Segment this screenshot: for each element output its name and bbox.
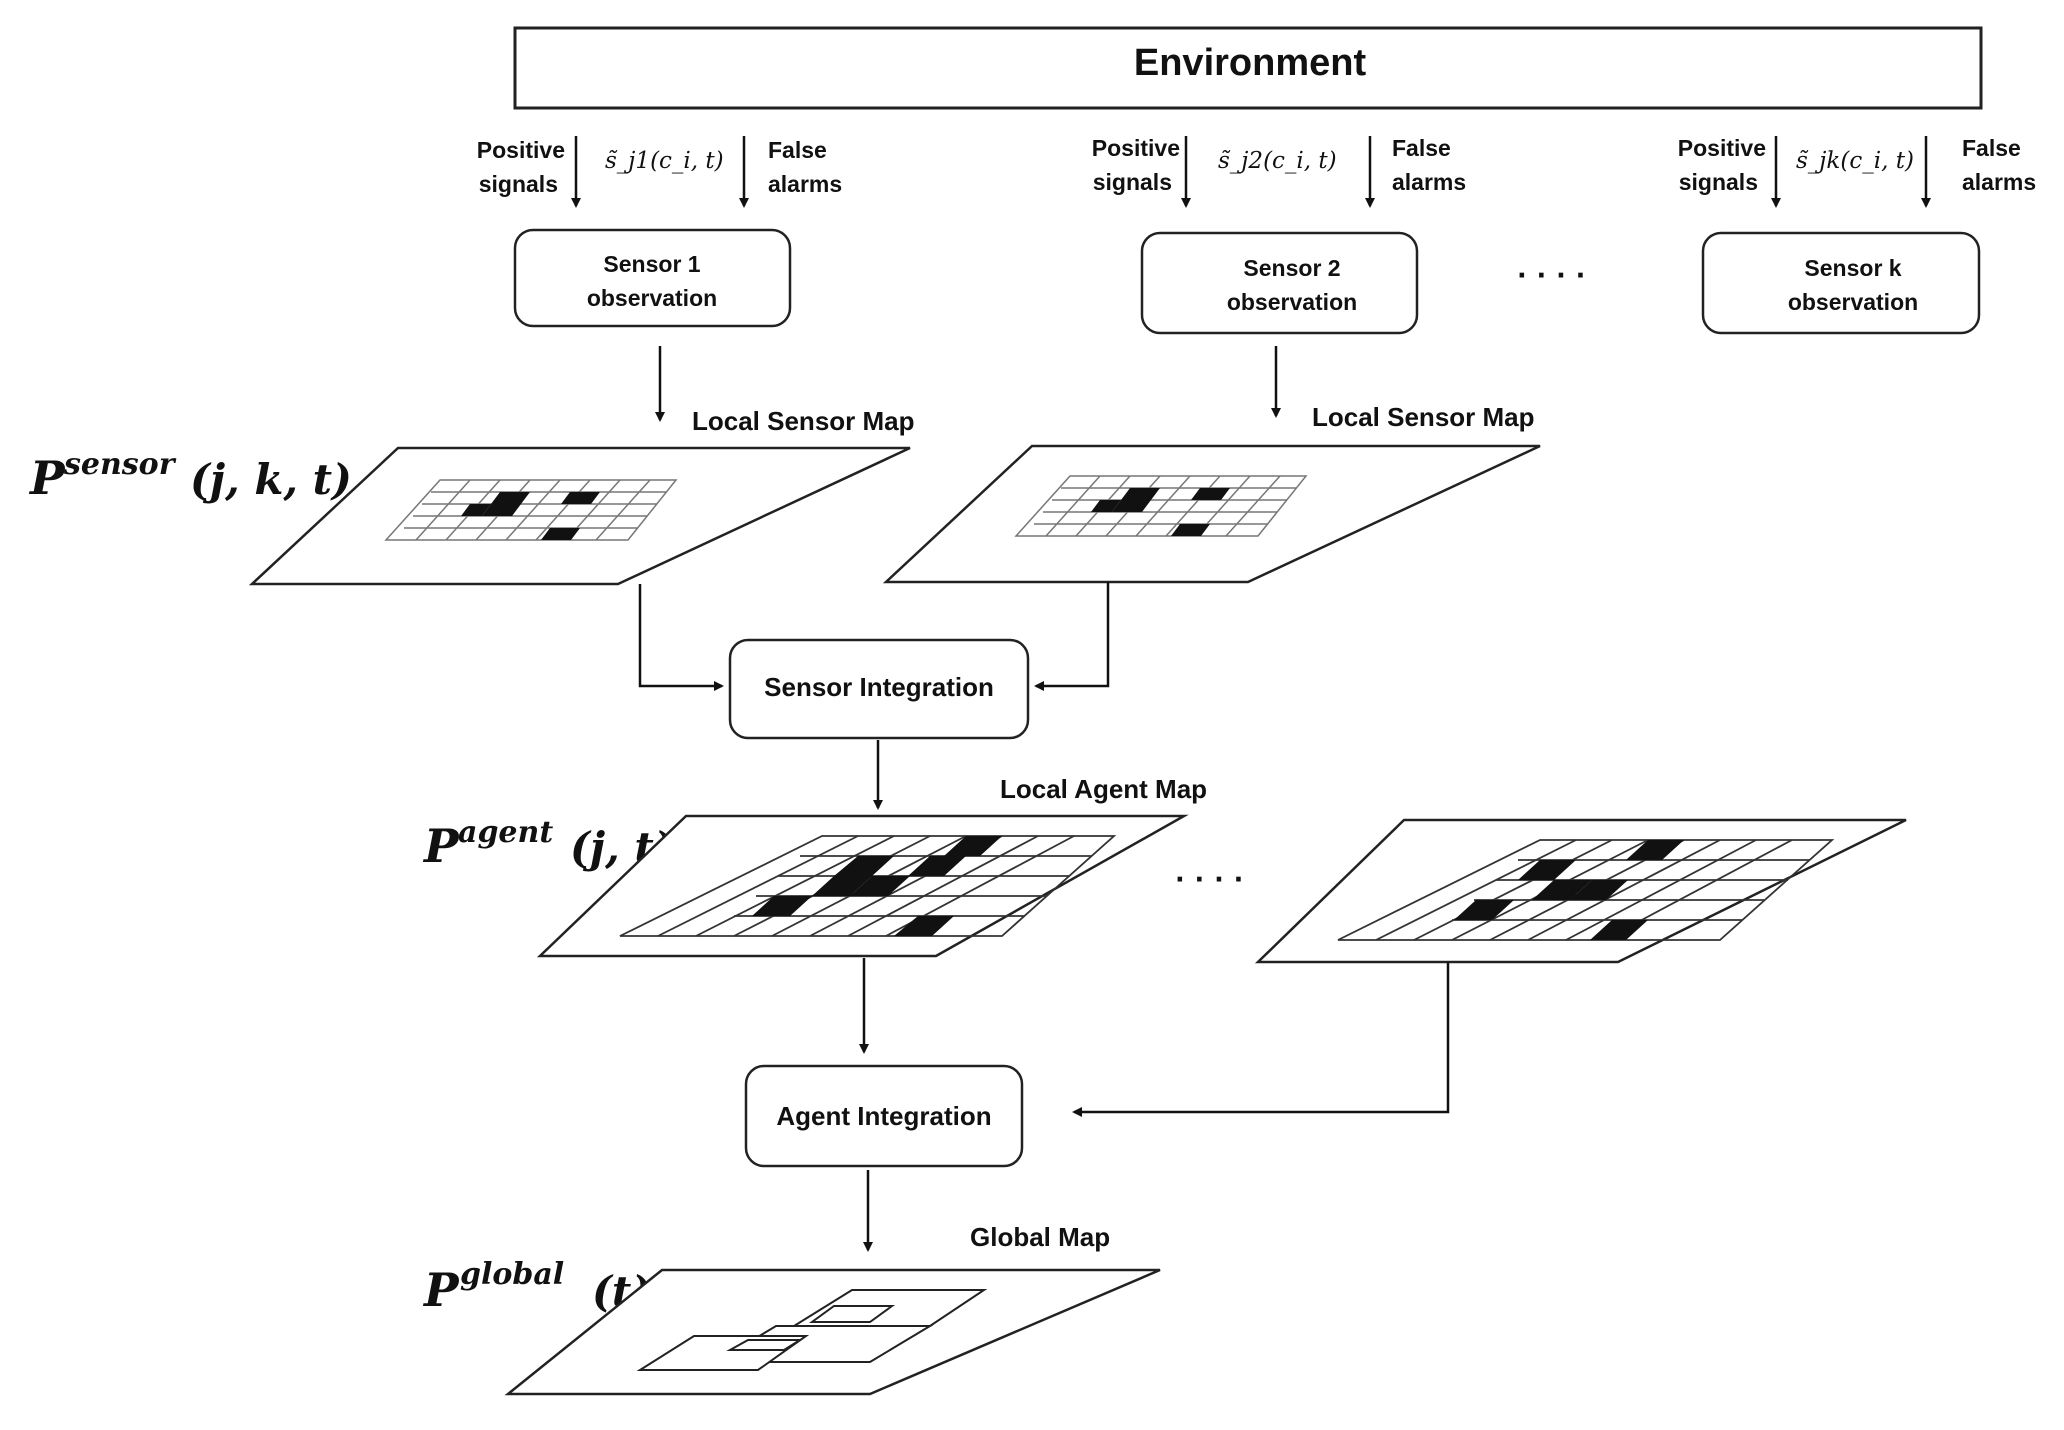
local-sensor-map-label-1: Local Sensor Map [692, 406, 915, 436]
sensor-1-box: Sensor 1 observation [513, 228, 792, 328]
environment-box: Environment [513, 26, 1983, 110]
sensor-k-label: Sensor k [1804, 255, 1901, 281]
p-global-base: P [422, 1263, 460, 1317]
false-alarms-label-ka: False [1962, 135, 2021, 161]
global-map-label: Global Map [970, 1222, 1110, 1252]
signals-group-2: Positive signals s̃_j2(c_i, t) False ala… [1092, 135, 1466, 208]
arrow-map2-to-integration [1034, 582, 1110, 691]
p-sensor-sup: sensor [63, 447, 177, 482]
sensor-integration-label: Sensor Integration [764, 672, 994, 702]
false-alarms-label-kb: alarms [1962, 169, 2036, 195]
sensor1-signal: s̃_j1(c_i, t) [605, 148, 724, 174]
positive-signals-label-2a: Positive [1092, 135, 1180, 161]
p-agent-base: P [422, 819, 460, 873]
sensor-2-box: Sensor 2 observation [1140, 231, 1419, 335]
sensor-k-sublabel: observation [1788, 289, 1918, 315]
positive-signals-label-1b: signals [479, 171, 558, 197]
positive-signals-label-2b: signals [1093, 169, 1172, 195]
local-agent-map-1 [536, 814, 1189, 958]
sensor-1-label: Sensor 1 [603, 251, 700, 277]
signals-group-1: Positive signals s̃_j1(c_i, t) False ala… [477, 136, 842, 208]
local-agent-map-2 [1254, 818, 1907, 964]
agent-integration-box: Agent Integration [744, 1064, 1024, 1168]
local-sensor-map-1 [248, 446, 911, 586]
sensor-2-sublabel: observation [1227, 289, 1357, 315]
sensor-k-box: Sensor k observation [1701, 231, 1981, 335]
p-sensor-args: (j, k, t) [190, 455, 352, 504]
local-agent-map-label: Local Agent Map [1000, 774, 1207, 804]
sensor-1-sublabel: observation [587, 285, 717, 311]
p-sensor-formula: P sensor (j, k, t) [28, 447, 352, 505]
positive-signals-label-1a: Positive [477, 137, 565, 163]
agent-integration-label: Agent Integration [776, 1101, 991, 1131]
p-agent-sup: agent [458, 815, 553, 850]
positive-signals-label-kb: signals [1679, 169, 1758, 195]
false-alarms-label-2a: False [1392, 135, 1451, 161]
global-map [504, 1268, 1161, 1396]
false-alarms-label-1b: alarms [768, 171, 842, 197]
p-global-sup: global [460, 1257, 564, 1292]
false-alarms-label-1a: False [768, 137, 827, 163]
sensor-integration-box: Sensor Integration [728, 638, 1030, 740]
agent-ellipsis: · · · · [1175, 861, 1244, 897]
signals-group-k: Positive signals s̃_jk(c_i, t) False ala… [1678, 135, 2036, 208]
sensor-2-label: Sensor 2 [1243, 255, 1340, 281]
p-sensor-base: P [28, 451, 66, 505]
sensor2-signal: s̃_j2(c_i, t) [1218, 148, 1337, 174]
sensor-ellipsis: · · · · [1517, 257, 1586, 293]
local-sensor-map-label-2: Local Sensor Map [1312, 402, 1535, 432]
false-alarms-label-2b: alarms [1392, 169, 1466, 195]
environment-label: Environment [1134, 42, 1367, 84]
local-sensor-map-2 [882, 444, 1541, 584]
sensork-signal: s̃_jk(c_i, t) [1796, 148, 1914, 174]
positive-signals-label-ka: Positive [1678, 135, 1766, 161]
arrow-agent-map2-to-integration [1072, 962, 1450, 1117]
arrow-map1-to-integration [638, 584, 724, 691]
